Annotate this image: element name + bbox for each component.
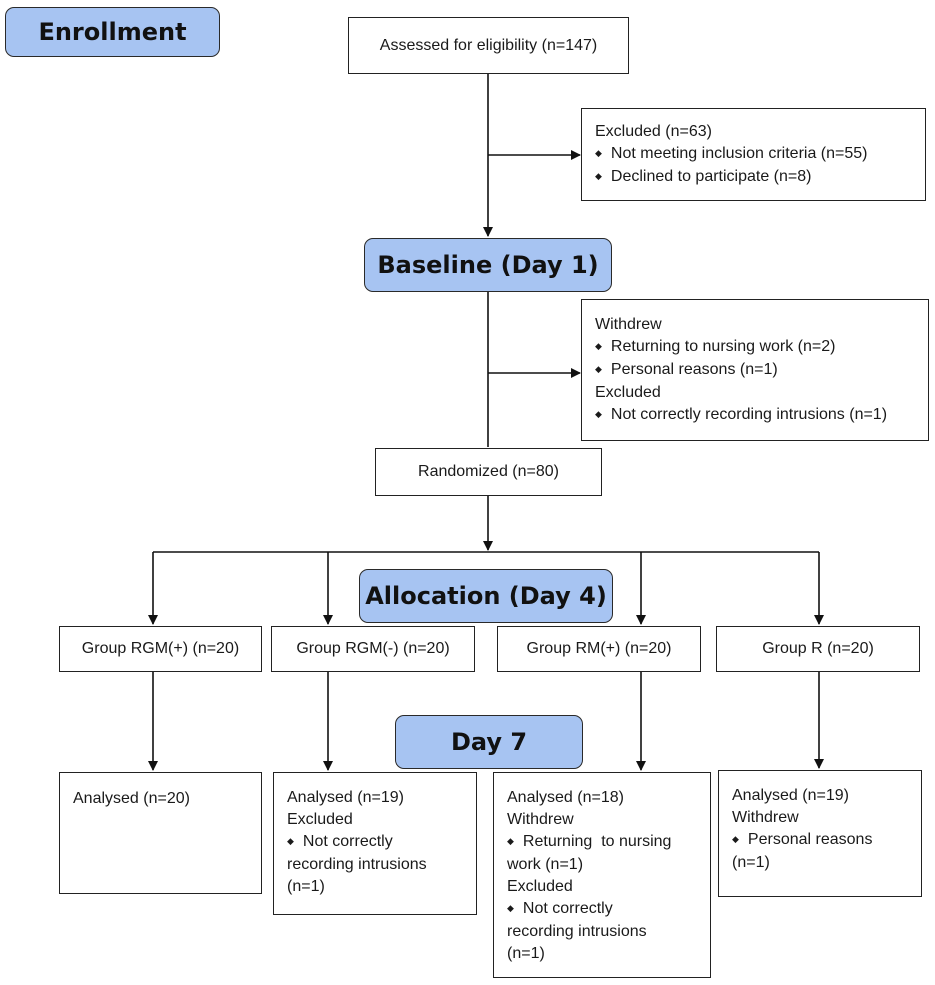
excluded-title: Excluded (n=63) [595,123,712,140]
assessed-text: Assessed for eligibility (n=147) [379,36,598,54]
group-box-rgm-plus: Group RGM(+) (n=20) [59,626,262,672]
excluded-item: Declined to participate (n=8) [595,166,913,189]
outcome-box-rgm-minus: Analysed (n=19) Excluded Not correctly r… [273,772,477,915]
excluded-item-cont: (n=1) [287,878,325,895]
group-label: Group R (n=20) [762,640,874,657]
outcome-box-rm-plus: Analysed (n=18) Withdrew Returning to nu… [493,772,711,978]
withdrew-item: Returning to nursing work (n=2) [595,336,916,359]
analysed-text: Analysed (n=19) [287,789,404,806]
group-box-r: Group R (n=20) [716,626,920,672]
analysed-text: Analysed (n=18) [507,789,624,806]
excluded-box: Excluded (n=63) Not meeting inclusion cr… [581,108,926,201]
outcome-box-rgm-plus: Analysed (n=20) [59,772,262,894]
analysed-text: Analysed (n=20) [73,790,190,807]
excluded-label: Excluded [595,384,661,401]
excluded-item: Not correctly [507,898,698,921]
excluded-item-cont: recording intrusions [507,923,647,940]
stage-day7: Day 7 [395,715,583,769]
excluded-item: Not correctly recording intrusions (n=1) [595,404,916,427]
excluded-item: Not correctly [287,831,464,854]
excluded-item-cont: (n=1) [507,945,545,962]
baseline-dropout-box: Withdrew Returning to nursing work (n=2)… [581,299,929,441]
group-box-rgm-minus: Group RGM(-) (n=20) [271,626,475,672]
excluded-item-cont: recording intrusions [287,856,427,873]
excluded-item: Not meeting inclusion criteria (n=55) [595,143,913,166]
group-label: Group RGM(-) (n=20) [296,640,450,657]
stage-baseline: Baseline (Day 1) [364,238,612,292]
excluded-label: Excluded [507,878,573,895]
assessed-box: Assessed for eligibility (n=147) [348,17,629,74]
withdrew-label: Withdrew [507,811,574,828]
group-box-rm-plus: Group RM(+) (n=20) [497,626,701,672]
withdrew-label: Withdrew [732,809,799,826]
analysed-text: Analysed (n=19) [732,787,849,804]
withdrew-item: Personal reasons [732,829,909,852]
randomized-text: Randomized (n=80) [418,463,559,480]
group-label: Group RM(+) (n=20) [526,640,672,657]
group-label: Group RGM(+) (n=20) [81,640,240,657]
outcome-box-r: Analysed (n=19) Withdrew Personal reason… [718,770,922,897]
withdrew-item-cont: (n=1) [732,854,770,871]
excluded-label: Excluded [287,811,353,828]
withdrew-item-cont: work (n=1) [507,856,584,873]
withdrew-item: Personal reasons (n=1) [595,359,916,382]
withdrew-label: Withdrew [595,316,662,333]
stage-enrollment: Enrollment [5,7,220,57]
stage-allocation: Allocation (Day 4) [359,569,613,623]
randomized-box: Randomized (n=80) [375,448,602,496]
withdrew-item: Returning to nursing [507,831,698,854]
